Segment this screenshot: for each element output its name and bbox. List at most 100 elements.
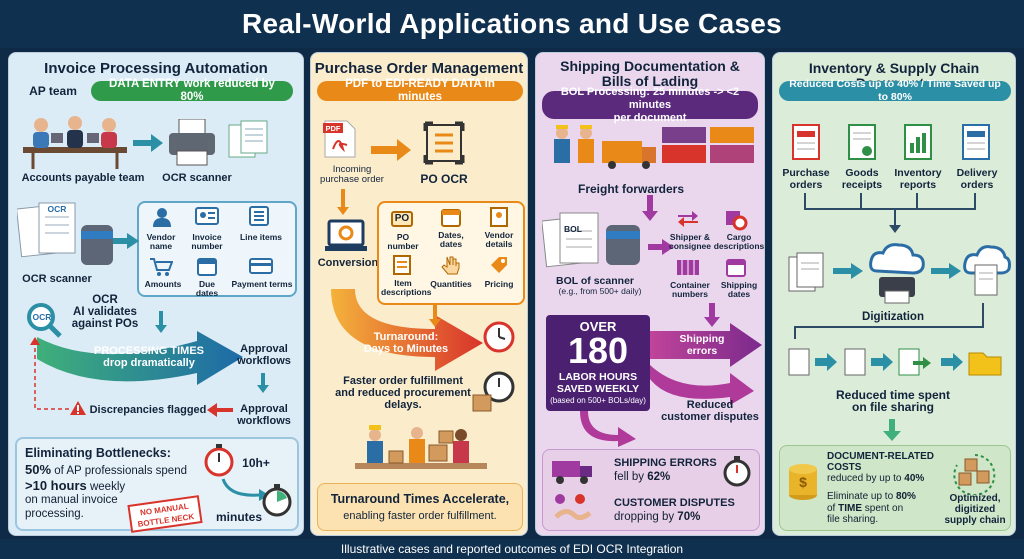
freight-label: Freight forwarders	[577, 182, 685, 196]
id-card-icon	[195, 207, 219, 225]
po-field-vendor: Vendor details	[484, 230, 514, 249]
laptop-gear-icon	[325, 219, 367, 251]
calendar-icon	[726, 259, 746, 277]
arrow-right-icon	[833, 263, 863, 279]
team-people-icon	[23, 116, 127, 169]
warehouse-team-icon	[355, 425, 487, 469]
approval-label-1: Approval workflows	[237, 343, 291, 367]
approval-label-2: Approval workflows	[237, 403, 291, 427]
ship-field-cargo: Cargo descriptions	[713, 232, 765, 251]
stat2-line: dropping by 70%	[614, 511, 754, 523]
field-vendor-name: Vendor name	[146, 232, 176, 251]
ship-field-shipper: Shipper & consignee	[668, 232, 712, 251]
docs-stack-icon	[788, 252, 824, 292]
arrow-down-icon	[337, 189, 349, 215]
scanner-top-label: OCR scanner	[162, 172, 232, 184]
arrow-right-icon	[648, 239, 674, 255]
conversion-label: Conversion	[317, 257, 379, 269]
over-label: OVER	[579, 319, 617, 334]
arrow-right-icon	[113, 233, 139, 249]
clock-cycle-icon	[483, 321, 515, 353]
po-title: Purchase Order Management	[314, 60, 524, 77]
bol-docs-scanner-icon	[542, 212, 640, 268]
hours-sub: (based on 500+ BOLs/day)	[550, 396, 646, 405]
ocr-badge: OCR	[32, 312, 52, 322]
costs-value: 40%	[904, 473, 925, 484]
timer-minutes: minutes	[215, 510, 262, 524]
invoice-docs-scanner-icon	[17, 202, 113, 265]
incoming-po-label: Incoming purchase order	[320, 164, 384, 185]
po-field-quantities: Quantities	[430, 279, 472, 289]
stat2-title: CUSTOMER DISPUTES	[614, 497, 735, 509]
inventory-report-doc-icon	[904, 124, 932, 160]
arrow-right-icon	[371, 139, 411, 161]
po-badge: PDF to EDI-READY DATA in minutes	[317, 78, 523, 103]
bottleneck-10h: >10 hours	[25, 477, 87, 493]
elim-d: TIME	[838, 502, 863, 514]
processing-arrow	[37, 331, 243, 385]
bottleneck-b: of AP professionals spend	[51, 465, 187, 477]
arrow-down-icon	[257, 373, 269, 393]
disputes-arrow-label: Reduced customer disputes	[661, 399, 759, 423]
errors-arrow	[650, 323, 762, 367]
cloud-doc-icon	[963, 245, 1011, 296]
delivery-order-doc-icon	[962, 124, 990, 160]
discrepancies-label: Discrepancies flagged	[89, 404, 207, 416]
bottleneck-title: Eliminating Bottlenecks:	[25, 446, 171, 460]
po-panel: Purchase Order Management PDF to EDI-REA…	[310, 52, 528, 536]
pdf-tag: PDF	[325, 124, 341, 133]
digitization-label: Digitization	[862, 311, 924, 323]
scanner-left-label: OCR scanner	[22, 273, 92, 285]
ocr-doc-tag: OCR	[47, 204, 67, 214]
arrow-down-icon	[155, 311, 167, 333]
ship-field-container: Container numbers	[670, 280, 710, 299]
hours-label: LABOR HOURS SAVED WEEKLY	[556, 371, 640, 395]
ap-label: Accounts payable team	[21, 172, 145, 184]
file-flow-icon	[788, 348, 1002, 376]
arrow-down-icon	[642, 195, 658, 221]
merge-lines	[804, 193, 976, 233]
arrow-down-icon	[704, 303, 720, 327]
elim-c: of	[827, 502, 839, 514]
shipper-arrows-icon	[678, 211, 698, 227]
freight-scene-icon	[554, 125, 754, 169]
calendar-icon	[197, 258, 217, 276]
checklist-icon	[423, 121, 465, 165]
inventory-badge: Reduced Costs up to 40% / Time Saved up …	[779, 78, 1011, 103]
field-line-items: Line items	[239, 232, 283, 242]
page-title: Real-World Applications and Use Cases	[0, 0, 1024, 48]
po-bottom-sub: enabling faster order fulfillment.	[343, 510, 497, 522]
inventory-panel: Inventory & Supply Chain Documents Reduc…	[772, 52, 1016, 536]
svg-text:$: $	[799, 474, 807, 490]
payment-icon	[249, 258, 273, 274]
hand-icon	[441, 256, 460, 275]
truck-icon	[552, 461, 592, 484]
bottleneck-text: 50% of AP professionals spend>10 hours w…	[25, 463, 205, 521]
boxes-cycle-icon	[953, 454, 996, 495]
stopwatch-icon	[204, 444, 234, 477]
stat1-value: 62%	[647, 471, 671, 483]
cargo-gear-icon	[726, 211, 748, 231]
doc-icon	[393, 255, 411, 275]
po-ocr-label: PO OCR	[420, 172, 468, 186]
bol-scanner-label: BOL of scanner	[556, 275, 634, 287]
processing-label: PROCESSING TIMES drop dramatically	[93, 345, 205, 369]
stat1-text: fell by	[614, 471, 648, 483]
cloud-scanner-icon	[869, 243, 925, 304]
vendor-person-icon	[153, 208, 171, 227]
shipping-panel: Shipping Documentation & Bills of Lading…	[535, 52, 765, 536]
cart-icon	[150, 258, 173, 276]
handshake-icon	[554, 494, 592, 521]
bol-sub-label: (e.g., from 500+ daily)	[558, 286, 642, 296]
shipping-badge: BOL Processing: 25 minutes -> <2 minutes…	[542, 86, 758, 124]
field-amounts: Amounts	[144, 279, 182, 289]
goods-receipt-doc-icon	[848, 124, 876, 160]
reduced-time-label: Reduced time spent on file sharing	[835, 388, 951, 414]
coin-stack-icon: $	[789, 464, 817, 500]
optimized-label: Optimized, digitized supply chain	[944, 493, 1006, 526]
stat1-title: SHIPPING ERRORS	[614, 457, 717, 469]
invoice-panel: Invoice Processing Automation AP team DA…	[8, 52, 304, 536]
field-payment-terms: Payment terms	[231, 279, 293, 289]
bol-tag: BOL	[564, 224, 582, 234]
arrow-right-icon	[931, 263, 961, 279]
